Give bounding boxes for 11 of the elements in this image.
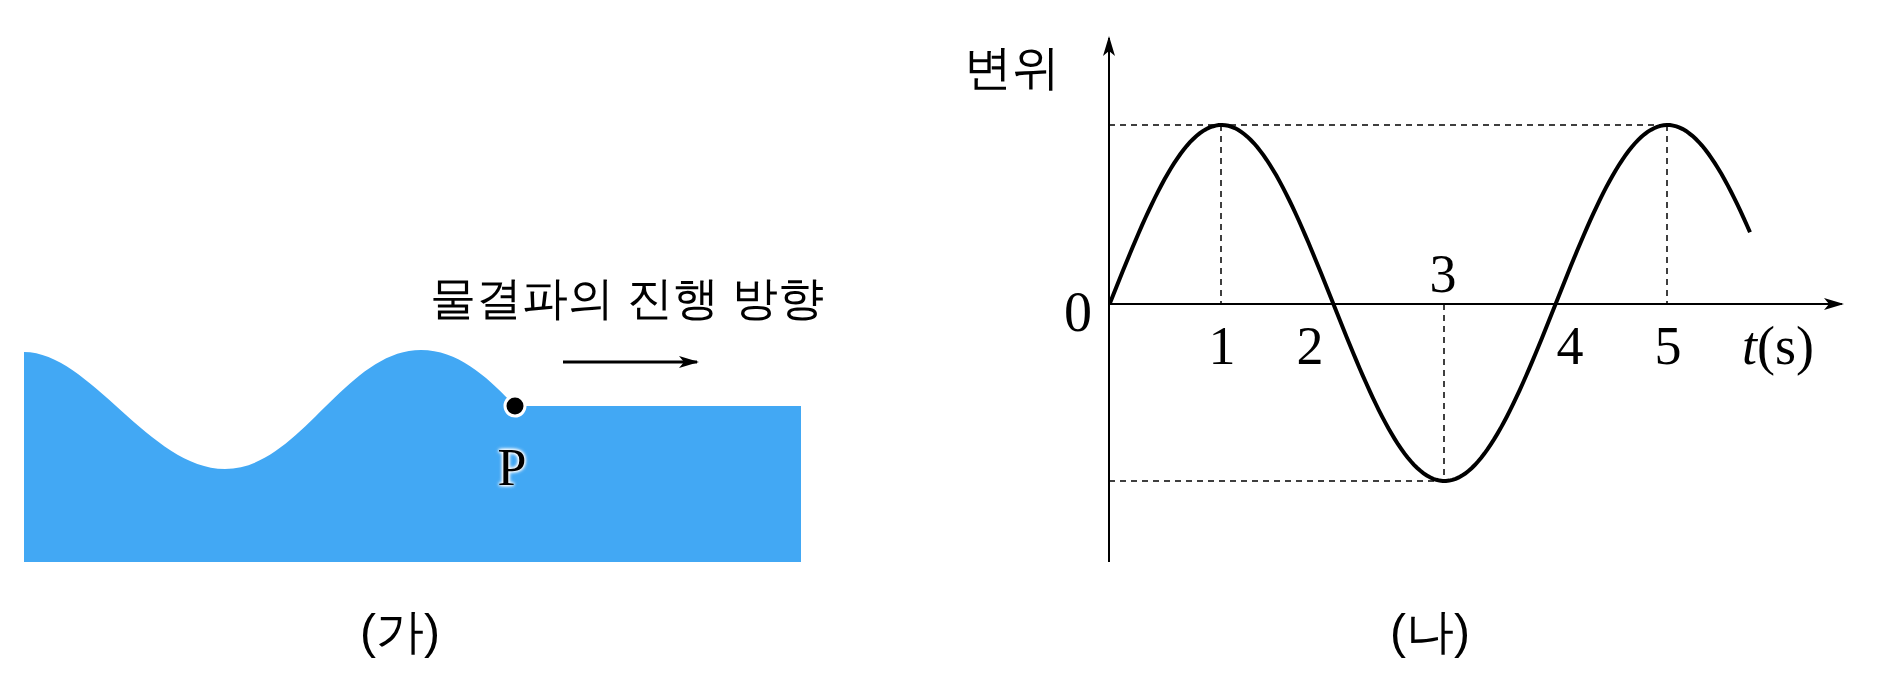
origin-label: 0 (1064, 284, 1092, 340)
panel-label: (가) (360, 608, 440, 656)
tick-label: 3 (1429, 247, 1457, 301)
tick-label: 4 (1556, 319, 1584, 373)
tick-label: 1 (1208, 319, 1236, 373)
point-label: P (497, 442, 527, 494)
tick-label: 5 (1654, 319, 1682, 373)
tick-label: 2 (1296, 319, 1324, 373)
panel-label: (나) (1390, 608, 1470, 656)
axis-label: 변위 (964, 44, 1060, 92)
direction-label: 물결파의 진행 방향 (430, 275, 824, 321)
